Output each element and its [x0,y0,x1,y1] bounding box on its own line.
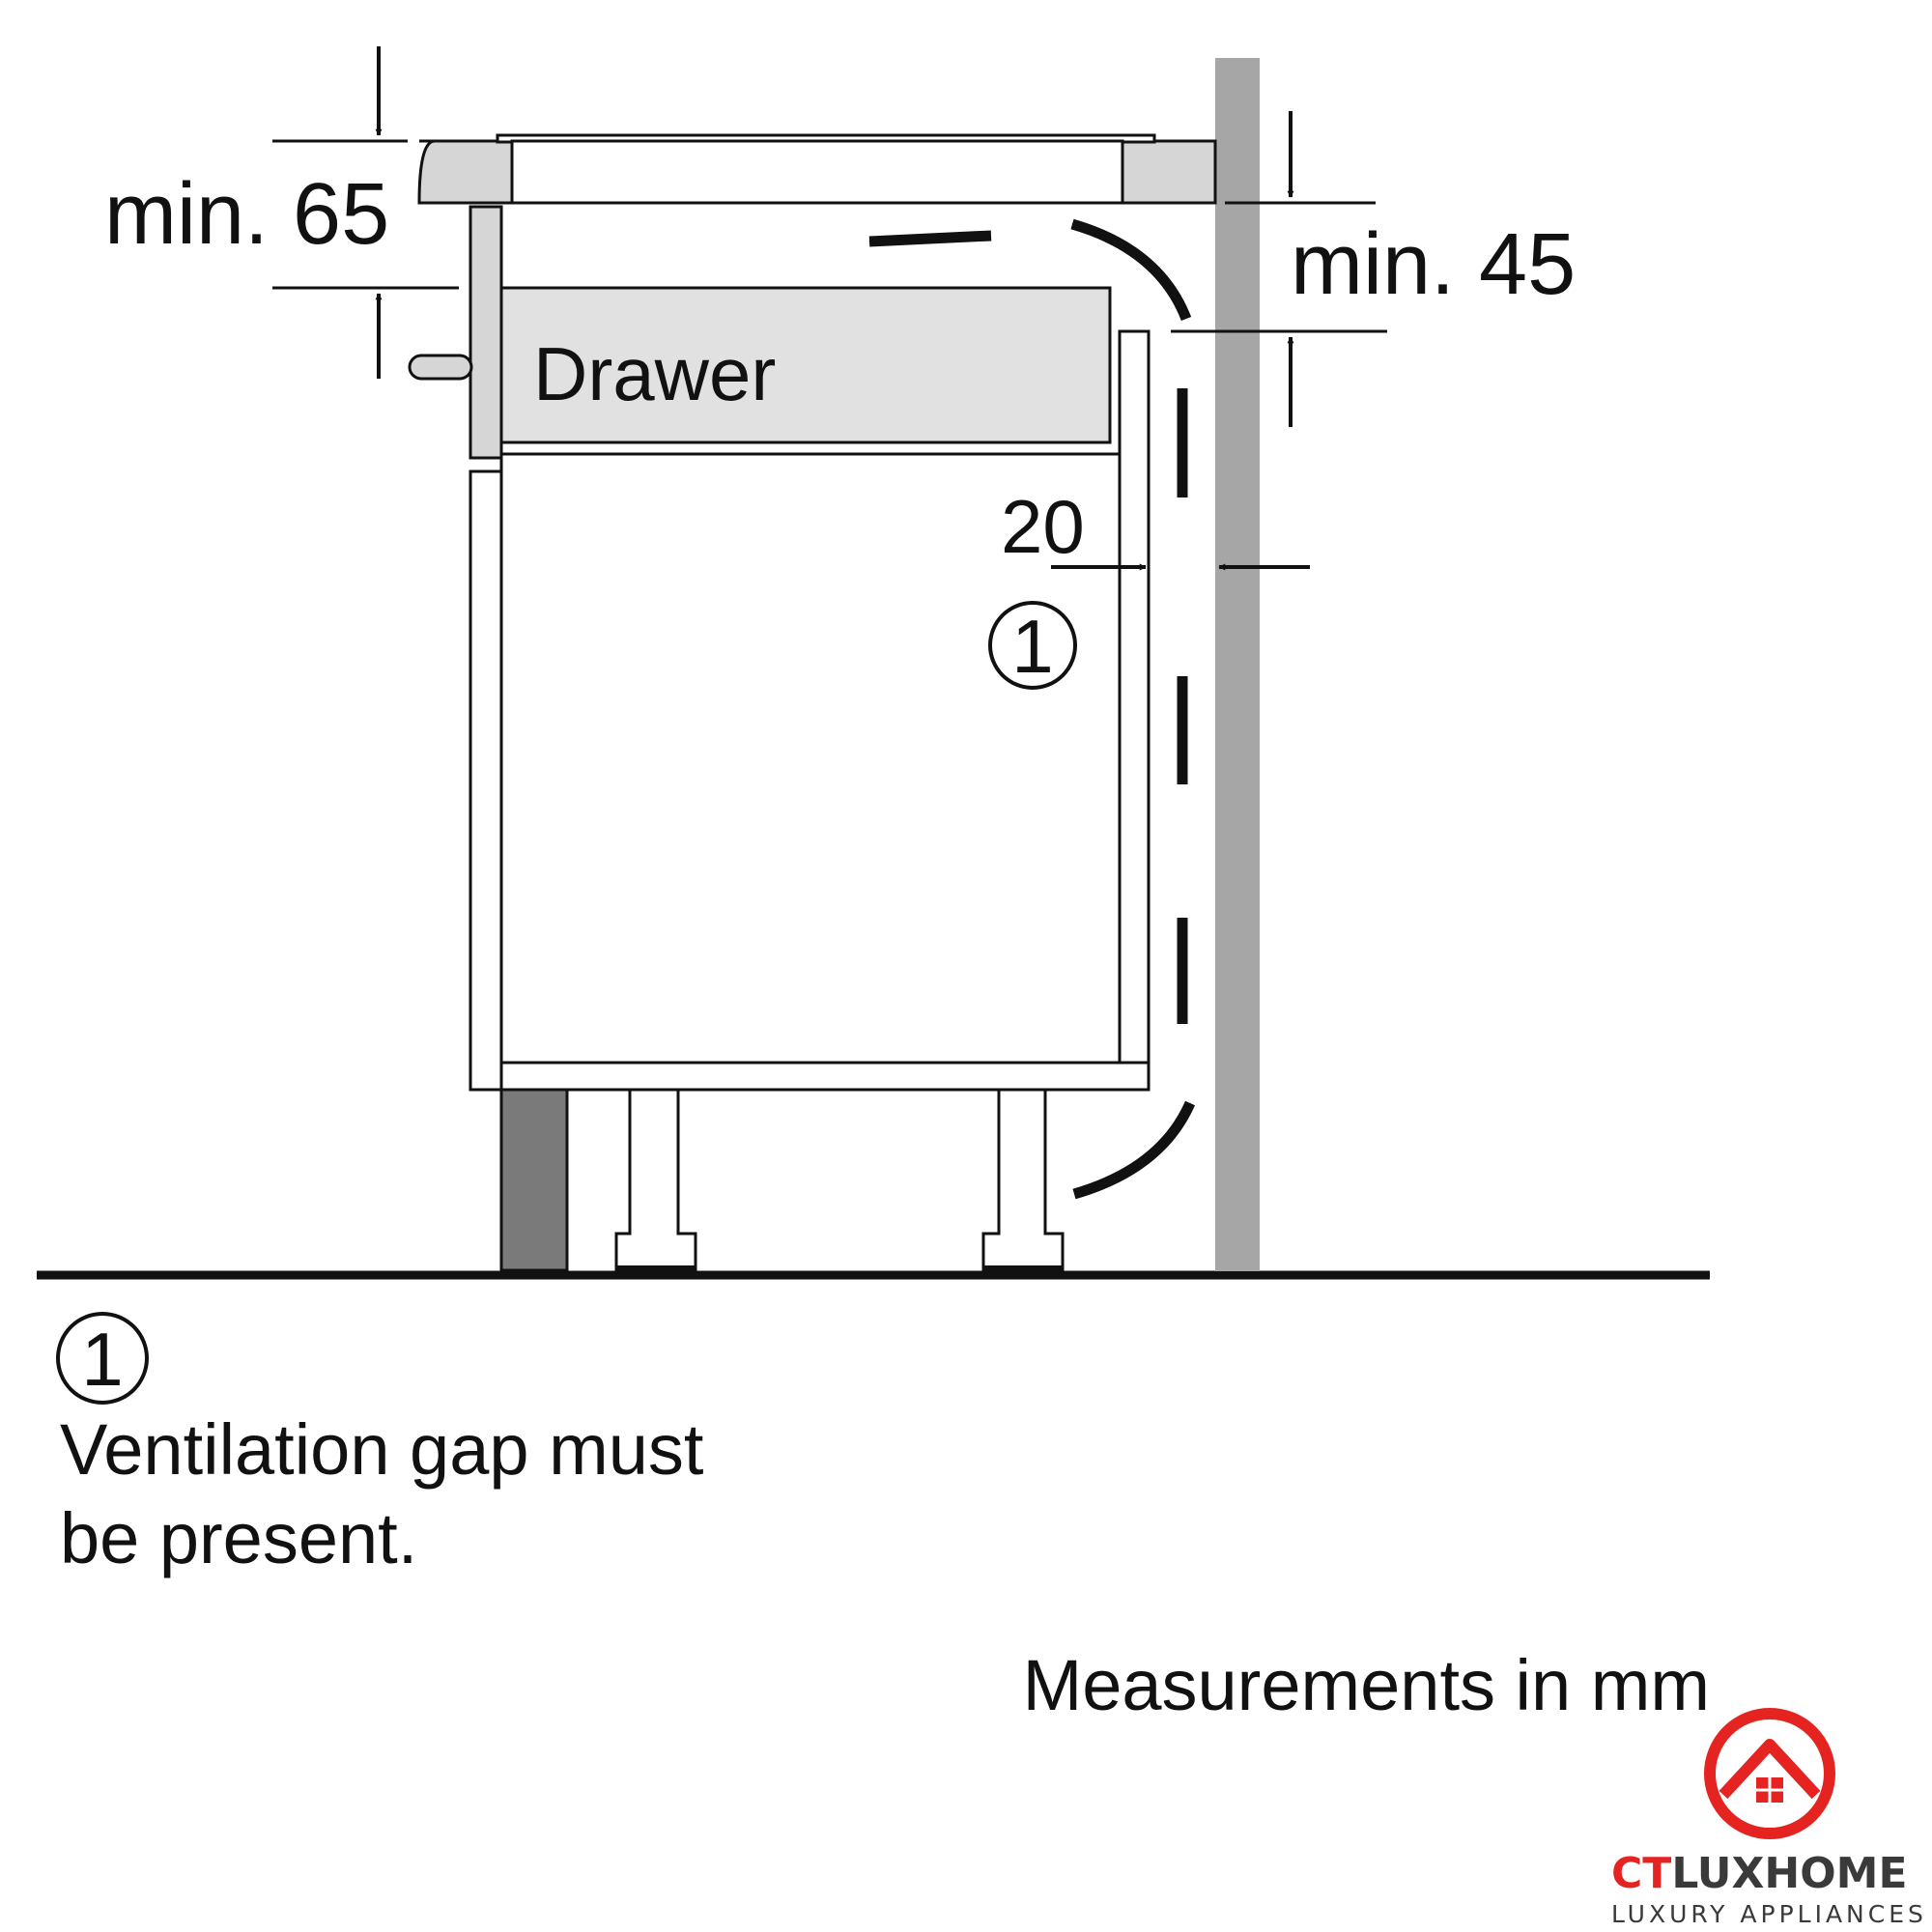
legend-marker-circle [56,1312,149,1405]
logo-tagline: LUXURY APPLIANCES [1611,1900,1927,1928]
brand-logo: CTLUXHOME LUXURY APPLIANCES [1611,1708,1927,1928]
house-icon [1719,1739,1821,1800]
cabinet-back-panel [1118,329,1151,1065]
cabinet-leg-right [981,1088,1065,1271]
units-note: Measurements in mm [1023,1645,1710,1725]
callout-number: 1 [1011,604,1053,689]
cabinet-leg-left [614,1088,697,1271]
airflow-arrow-curve-top [1070,218,1192,322]
dim-label-min-45: min. 45 [1291,216,1576,313]
logo-ring [1704,1708,1835,1839]
side-wall [1215,58,1260,1271]
cabinet-base [499,1061,1151,1092]
legend-text-line2: be present. [60,1498,417,1578]
drawer-handle [408,354,473,381]
dim-label-20: 20 [1001,484,1085,569]
logo-brand-text: CTLUXHOME [1611,1849,1908,1898]
airflow-arrow-top [868,230,992,247]
legend-marker-number: 1 [81,1317,123,1402]
dim-label-min-65: min. 65 [104,166,389,263]
callout-circle [988,601,1077,690]
plinth [499,1088,569,1272]
drawer-label: Drawer [533,331,776,416]
drawer [499,286,1112,444]
front-panel-bottom [469,469,503,1092]
leg-foot-left [616,1265,696,1273]
hob-body [510,139,1124,205]
logo-brand-luxhome: LUXHOME [1671,1849,1907,1898]
legend-text-line1: Ventilation gap must [60,1409,704,1490]
leg-foot-right [983,1265,1063,1273]
logo-brand-ct: CT [1611,1849,1671,1898]
airflow-arrow-curve-bottom [1072,1100,1196,1200]
front-panel-top [469,205,503,460]
